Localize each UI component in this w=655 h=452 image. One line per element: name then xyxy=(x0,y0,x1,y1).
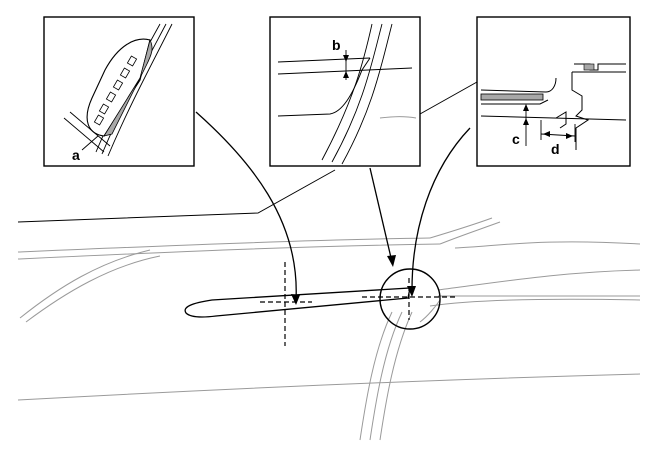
body-upper-line xyxy=(17,243,441,260)
roof-molding xyxy=(184,287,411,318)
detail-panel-cd: c d xyxy=(476,16,631,167)
door-front-crease-1 xyxy=(19,249,151,319)
glass-edge xyxy=(419,299,441,323)
seal-grey-strip xyxy=(103,38,153,137)
detail-panel-b: b xyxy=(269,16,421,167)
seal-teeth xyxy=(93,55,138,126)
pillar-lower-far xyxy=(379,311,413,441)
pillar-line-1 xyxy=(429,217,493,239)
detail-panel-a: a xyxy=(43,16,195,167)
pillar-line-2 xyxy=(439,221,501,245)
lower-body-line xyxy=(17,373,641,401)
callout-b: b xyxy=(332,37,341,53)
vehicle-body-outline xyxy=(17,217,641,441)
leader-a xyxy=(195,111,297,301)
callout-c: c xyxy=(512,131,520,147)
leader-lines xyxy=(195,111,471,301)
arrowhead-a xyxy=(291,294,300,305)
roof-line-right xyxy=(454,241,641,249)
panel-cd-connector xyxy=(419,81,478,115)
arrowhead-b xyxy=(387,255,396,267)
long-reference-line xyxy=(17,169,336,223)
leader-cd xyxy=(411,127,471,291)
sill-right xyxy=(429,298,641,307)
pillar-lower-inner xyxy=(369,311,403,441)
pillar-lower-outer xyxy=(359,311,393,441)
callout-d: d xyxy=(551,141,560,157)
panel-b-frame xyxy=(269,16,421,167)
callout-a: a xyxy=(72,147,80,163)
panel-cd-frame xyxy=(476,16,631,167)
leader-b xyxy=(369,167,393,263)
arrowhead-cd xyxy=(407,286,416,297)
belt-line-right xyxy=(437,269,641,291)
body-top-edge xyxy=(17,237,431,253)
detail-circle xyxy=(379,268,441,330)
door-front-crease-2 xyxy=(25,255,161,323)
